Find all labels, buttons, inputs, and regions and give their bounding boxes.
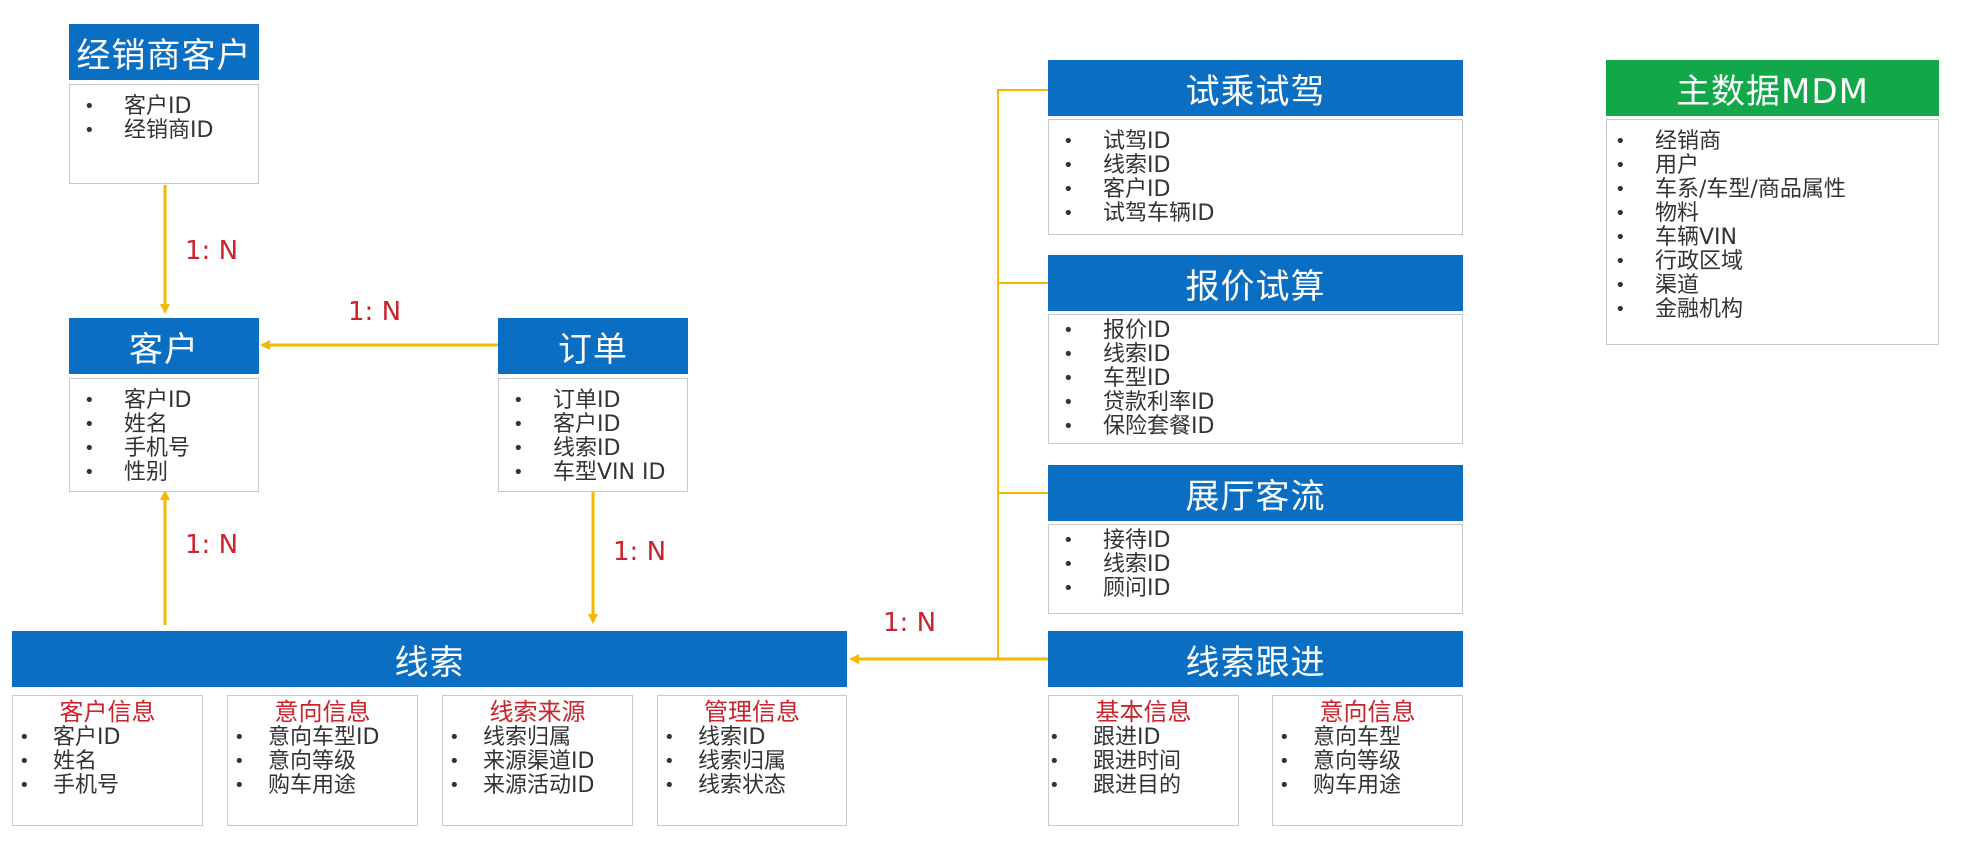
- group-title: 客户信息: [59, 698, 156, 726]
- field: 意向车型: [1279, 726, 1462, 751]
- field: 物料: [1615, 202, 1938, 227]
- quote-header: 报价试算: [1048, 255, 1463, 311]
- dealer-customer-header: 经销商客户: [69, 24, 259, 80]
- field: 用户: [1615, 154, 1938, 179]
- lead-followup-header: 线索跟进: [1048, 631, 1463, 687]
- followup-bracket: [997, 89, 1048, 659]
- field: 贷款利率ID: [1063, 391, 1462, 416]
- field: 报价ID: [1063, 319, 1462, 344]
- field: 姓名: [19, 750, 202, 775]
- followup-group-basic: 基本信息 跟进ID 跟进时间 跟进目的: [1048, 695, 1239, 826]
- mdm-fields: 经销商 用户 车系/车型/商品属性 物料 车辆VIN 行政区域 渠道 金融机构: [1606, 119, 1939, 345]
- field: 车型VIN ID: [513, 461, 687, 486]
- field: 客户ID: [19, 726, 202, 751]
- field: 跟进ID: [1049, 726, 1238, 751]
- field: 金融机构: [1615, 298, 1938, 323]
- order-fields: 订单ID 客户ID 线索ID 车型VIN ID: [498, 378, 688, 492]
- dealer-customer-fields: 客户ID 经销商ID: [69, 84, 259, 184]
- field: 购车用途: [1279, 774, 1462, 799]
- field: 客户ID: [84, 95, 258, 120]
- field: 顾问ID: [1063, 577, 1462, 602]
- field: 意向等级: [234, 750, 417, 775]
- field: 订单ID: [513, 389, 687, 414]
- mdm-header: 主数据MDM: [1606, 60, 1939, 116]
- field: 意向车型ID: [234, 726, 417, 751]
- field: 试驾车辆ID: [1063, 202, 1462, 227]
- group-title: 基本信息: [1095, 698, 1192, 726]
- field: 意向等级: [1279, 750, 1462, 775]
- order-header: 订单: [498, 318, 688, 374]
- lead-group-intent-info: 意向信息 意向车型ID 意向等级 购车用途: [227, 695, 418, 826]
- field: 经销商: [1615, 130, 1938, 155]
- field: 来源活动ID: [449, 774, 632, 799]
- field: 车型ID: [1063, 367, 1462, 392]
- field: 线索状态: [664, 774, 846, 799]
- relation-label-order-customer: 1: N: [348, 297, 402, 327]
- field: 渠道: [1615, 274, 1938, 299]
- lead-group-management: 管理信息 线索ID 线索归属 线索状态: [657, 695, 847, 826]
- field: 跟进时间: [1049, 750, 1238, 775]
- field: 线索ID: [664, 726, 846, 751]
- group-title: 管理信息: [704, 698, 800, 726]
- group-title: 意向信息: [274, 698, 371, 726]
- field: 线索ID: [1063, 154, 1462, 179]
- test-drive-fields: 试驾ID 线索ID 客户ID 试驾车辆ID: [1048, 119, 1463, 235]
- field: 试驾ID: [1063, 130, 1462, 155]
- customer-fields: 客户ID 姓名 手机号 性别: [69, 378, 259, 492]
- field: 线索归属: [449, 726, 632, 751]
- field: 客户ID: [1063, 178, 1462, 203]
- field: 线索归属: [664, 750, 846, 775]
- group-title: 意向信息: [1319, 698, 1416, 726]
- field: 经销商ID: [84, 119, 258, 144]
- showroom-fields: 接待ID 线索ID 顾问ID: [1048, 524, 1463, 614]
- customer-header: 客户: [69, 318, 259, 374]
- quote-fields: 报价ID 线索ID 车型ID 贷款利率ID 保险套餐ID: [1048, 314, 1463, 444]
- field: 车辆VIN: [1615, 226, 1938, 251]
- test-drive-header: 试乘试驾: [1048, 60, 1463, 116]
- followup-group-intent: 意向信息 意向车型 意向等级 购车用途: [1272, 695, 1463, 826]
- field: 线索ID: [513, 437, 687, 462]
- field: 手机号: [84, 437, 258, 462]
- field: 客户ID: [513, 413, 687, 438]
- field: 姓名: [84, 413, 258, 438]
- field: 线索ID: [1063, 553, 1462, 578]
- field: 购车用途: [234, 774, 417, 799]
- field: 行政区域: [1615, 250, 1938, 275]
- field: 车系/车型/商品属性: [1615, 178, 1938, 203]
- showroom-header: 展厅客流: [1048, 465, 1463, 521]
- field: 来源渠道ID: [449, 750, 632, 775]
- field: 接待ID: [1063, 529, 1462, 554]
- relation-label-lead-customer: 1: N: [185, 530, 239, 560]
- field: 手机号: [19, 774, 202, 799]
- field: 性别: [84, 461, 258, 486]
- field: 线索ID: [1063, 343, 1462, 368]
- relation-label-followups-lead: 1: N: [883, 608, 937, 638]
- lead-group-customer-info: 客户信息 客户ID 姓名 手机号: [12, 695, 203, 826]
- lead-group-source: 线索来源 线索归属 来源渠道ID 来源活动ID: [442, 695, 633, 826]
- field: 客户ID: [84, 389, 258, 414]
- relation-label-order-lead: 1: N: [613, 537, 667, 567]
- field: 跟进目的: [1049, 774, 1238, 799]
- lead-header: 线索: [12, 631, 847, 687]
- field: 保险套餐ID: [1063, 415, 1462, 440]
- group-title: 线索来源: [489, 698, 586, 726]
- relation-label-dealer-customer: 1: N: [185, 236, 239, 266]
